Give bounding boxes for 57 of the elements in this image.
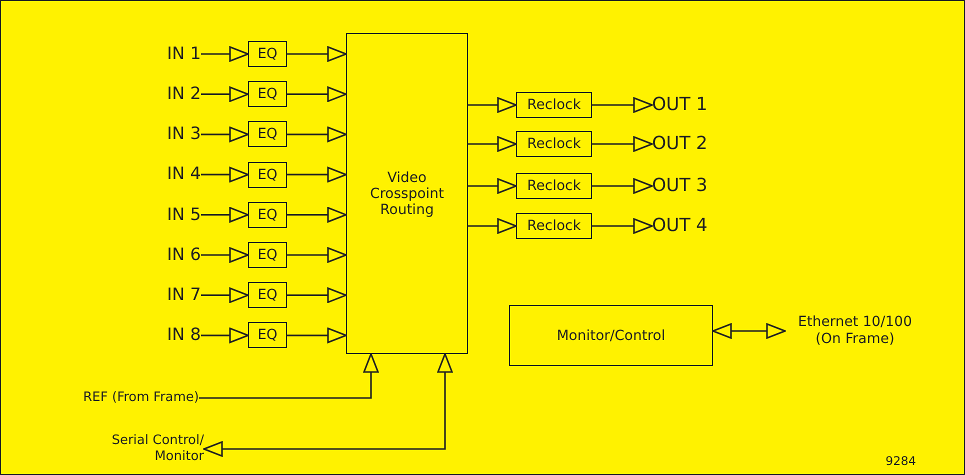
reclock-block: Reclock <box>516 173 592 199</box>
arrow <box>287 247 347 263</box>
arrow <box>592 178 653 194</box>
output-label: OUT 4 <box>652 215 708 237</box>
output-label: OUT 1 <box>652 94 708 116</box>
eq-block: EQ <box>248 322 287 348</box>
arrow <box>287 287 347 303</box>
reclock-block: Reclock <box>516 213 592 239</box>
input-label: IN 3 <box>167 124 201 145</box>
arrow <box>201 126 249 142</box>
arrow <box>201 166 249 182</box>
figure-number: 9284 <box>885 454 916 468</box>
arrow <box>287 46 347 62</box>
serial-control-label: Serial Control/ Monitor <box>110 433 204 465</box>
arrow <box>287 207 347 223</box>
input-label: IN 5 <box>167 204 201 225</box>
arrow <box>201 287 249 303</box>
arrow <box>201 247 249 263</box>
arrow <box>592 136 653 152</box>
input-label: IN 1 <box>167 44 201 64</box>
input-label: IN 6 <box>167 244 201 266</box>
reference-label: REF (From Frame) <box>83 390 199 406</box>
eq-block: EQ <box>248 282 287 308</box>
input-label: IN 8 <box>167 325 201 346</box>
arrow <box>287 328 347 344</box>
arrow <box>287 126 347 142</box>
routing-block: Video Crosspoint Routing <box>346 33 468 354</box>
arrow <box>287 166 347 182</box>
ethernet-label: Ethernet 10/100 (On Frame) <box>796 314 913 348</box>
eq-block: EQ <box>248 162 287 188</box>
monitor-control-block: Monitor/Control <box>509 305 713 366</box>
eq-block: EQ <box>248 81 287 108</box>
arrow <box>468 178 517 194</box>
eq-block: EQ <box>248 242 287 268</box>
arrow <box>203 353 453 457</box>
output-label: OUT 3 <box>652 175 708 197</box>
arrow <box>201 86 249 102</box>
arrow <box>199 353 379 399</box>
arrow <box>201 328 249 344</box>
arrow <box>468 218 517 234</box>
arrow <box>592 218 653 234</box>
input-label: IN 2 <box>167 84 201 104</box>
arrow <box>287 86 347 102</box>
arrow <box>201 207 249 223</box>
arrow <box>201 46 249 62</box>
output-label: OUT 2 <box>652 133 708 155</box>
arrow <box>712 323 786 339</box>
input-label: IN 4 <box>167 164 201 185</box>
arrow <box>468 97 517 113</box>
eq-block: EQ <box>248 41 287 67</box>
reclock-block: Reclock <box>516 131 592 157</box>
eq-block: EQ <box>248 121 287 148</box>
reclock-block: Reclock <box>516 92 592 118</box>
arrow <box>468 136 517 152</box>
arrow <box>592 97 653 113</box>
eq-block: EQ <box>248 202 287 228</box>
input-label: IN 7 <box>167 284 201 306</box>
